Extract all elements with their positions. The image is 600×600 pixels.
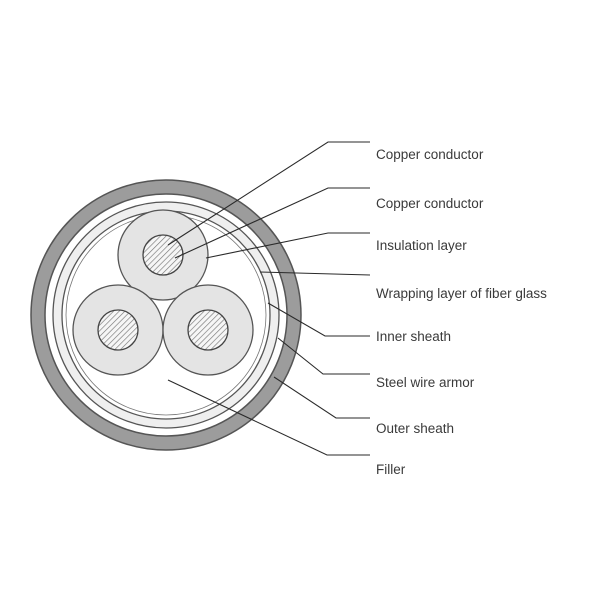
label-inner-sheath: Inner sheath bbox=[376, 329, 451, 344]
label-fiber-glass-wrapping: Wrapping layer of fiber glass bbox=[376, 286, 547, 301]
leader-inner-sheath bbox=[267, 302, 370, 337]
copper-conductor-right bbox=[187, 309, 229, 351]
label-filler: Filler bbox=[376, 462, 406, 477]
leader-outer-sheath bbox=[273, 376, 370, 419]
leader-copper-conductor-1 bbox=[167, 141, 370, 246]
copper-conductor-top bbox=[142, 234, 184, 276]
leader-insulation-layer bbox=[205, 232, 370, 259]
label-copper-conductor-1: Copper conductor bbox=[376, 147, 484, 162]
leader-filler bbox=[167, 379, 370, 456]
copper-conductor-left bbox=[97, 309, 139, 351]
leader-copper-conductor-2 bbox=[174, 187, 370, 259]
leader-fiber-glass bbox=[259, 271, 371, 276]
leader-lines bbox=[167, 141, 371, 456]
callout-labels: Copper conductor Copper conductor Insula… bbox=[376, 147, 547, 477]
core-bottom-right bbox=[162, 284, 254, 376]
leader-steel-wire-armor bbox=[277, 337, 370, 375]
label-copper-conductor-2: Copper conductor bbox=[376, 196, 484, 211]
label-insulation-layer: Insulation layer bbox=[376, 238, 467, 253]
core-top bbox=[117, 209, 209, 301]
label-steel-wire-armor: Steel wire armor bbox=[376, 375, 475, 390]
core-bottom-left bbox=[72, 284, 164, 376]
label-outer-sheath: Outer sheath bbox=[376, 421, 454, 436]
